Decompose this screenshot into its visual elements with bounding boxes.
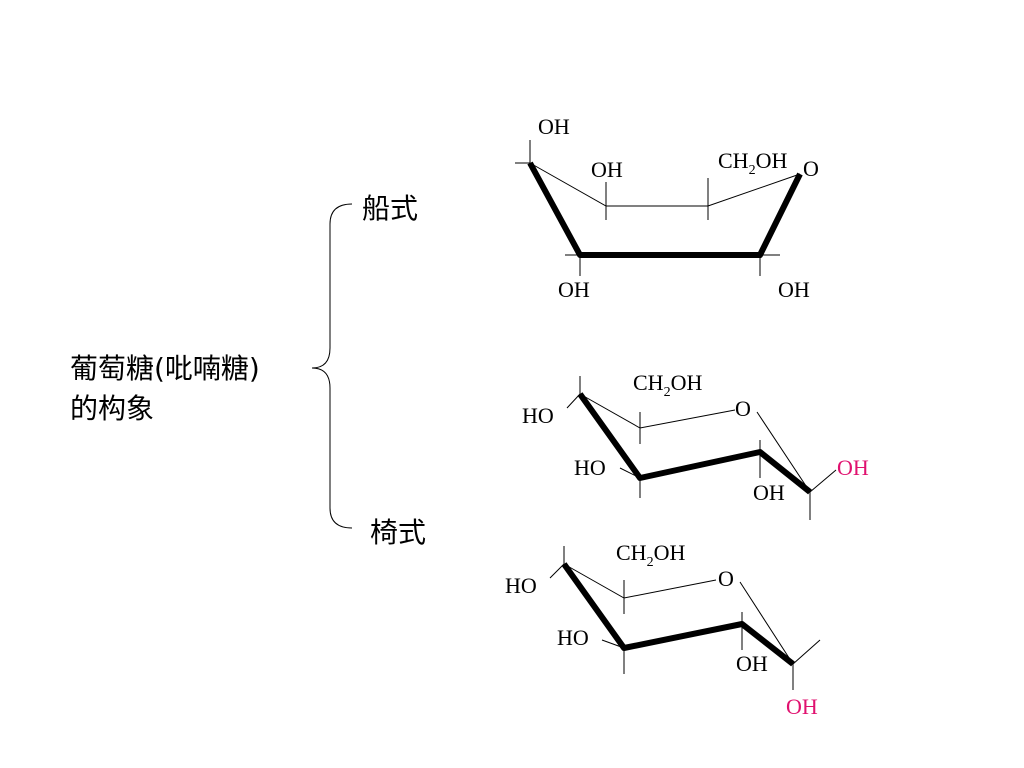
chair2-front-edges bbox=[561, 562, 795, 667]
chair2-ch2oh: CH2OH bbox=[616, 540, 685, 570]
chair2-ho-c4: HO bbox=[505, 573, 537, 598]
boat-form-label: 船式 bbox=[362, 192, 419, 225]
glucose-conformation-title-line1: 葡萄糖(吡喃糖) bbox=[70, 352, 260, 385]
chair1-ring-oxygen: O bbox=[735, 396, 751, 421]
chair1-ho-c3: HO bbox=[574, 455, 606, 480]
chair-form-label: 椅式 bbox=[370, 516, 427, 549]
boat-oh-bottom-left: OH bbox=[558, 277, 590, 302]
boat-oh-bottom-right: OH bbox=[778, 277, 810, 302]
chair2-bond-stubs bbox=[549, 546, 821, 690]
chair-structure-1: CH2OH O HO HO OH OH bbox=[522, 370, 869, 520]
boat-structure: OH OH CH2OH O OH OH bbox=[515, 114, 819, 302]
chair1-ch2oh: CH2OH bbox=[633, 370, 702, 400]
boat-front-edges bbox=[527, 161, 803, 258]
curly-brace bbox=[311, 203, 353, 529]
chair-structure-2: CH2OH O HO HO OH OH bbox=[505, 540, 821, 719]
chair2-ho-c3: HO bbox=[557, 625, 589, 650]
chair1-ho-c4: HO bbox=[522, 403, 554, 428]
glucose-conformation-title-line2: 的构象 bbox=[70, 392, 155, 425]
boat-ch2oh: CH2OH bbox=[718, 148, 787, 178]
chair1-oh-anomeric: OH bbox=[837, 455, 869, 480]
boat-ring-oxygen: O bbox=[803, 156, 819, 181]
chair2-oh-c2: OH bbox=[736, 651, 768, 676]
chair2-ring-oxygen: O bbox=[718, 566, 734, 591]
boat-bond-stubs bbox=[515, 140, 780, 276]
chair2-oh-anomeric: OH bbox=[786, 694, 818, 719]
boat-oh-top: OH bbox=[538, 114, 570, 139]
chair1-front-edges bbox=[577, 392, 812, 495]
chair1-bond-stubs bbox=[566, 376, 837, 520]
boat-oh-c3: OH bbox=[591, 157, 623, 182]
boat-back-edges bbox=[529, 162, 801, 207]
chair1-oh-c2: OH bbox=[753, 480, 785, 505]
